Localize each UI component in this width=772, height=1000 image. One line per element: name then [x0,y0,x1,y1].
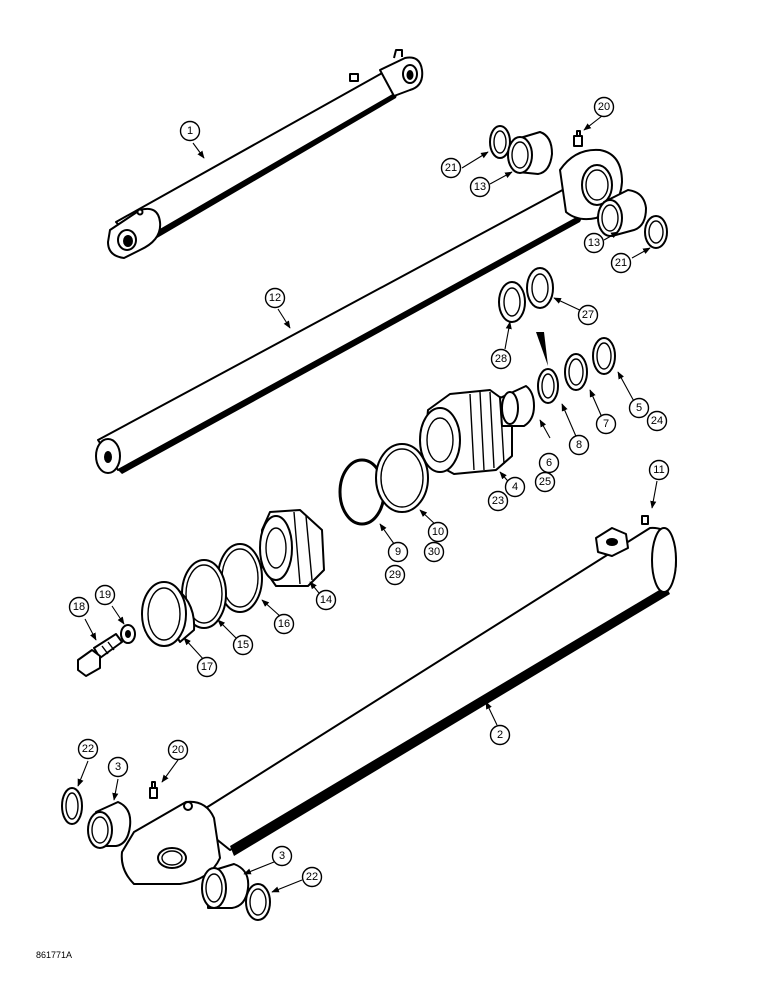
callout-16: 16 [273,613,295,635]
svg-text:28: 28 [495,353,507,365]
cylinder-head-group [338,267,616,526]
svg-text:19: 19 [99,589,111,601]
callout-21-lower: 21 [610,252,632,274]
callout-28: 28 [490,348,512,370]
callout-17: 17 [196,656,218,678]
svg-text:20: 20 [172,744,184,756]
callout-12: 12 [264,287,286,309]
svg-text:9: 9 [395,546,401,558]
svg-text:5: 5 [636,402,642,414]
callout-leaders [77,115,658,893]
callout-11: 11 [648,459,670,481]
callout-7: 7 [595,413,617,435]
figure-reference: 861771A [36,950,72,960]
callout-27: 27 [577,304,599,326]
svg-text:20: 20 [598,101,610,113]
svg-text:30: 30 [428,546,440,558]
svg-text:15: 15 [237,639,249,651]
callout-21-upper: 21 [440,157,462,179]
callout-1: 1 [179,120,201,142]
svg-text:22: 22 [82,743,94,755]
base-end-bushings [61,787,271,921]
callout-20-upper: 20 [593,96,615,118]
callout-22-upper: 22 [77,738,99,760]
svg-text:8: 8 [576,439,582,451]
callout-4: 4 [504,476,526,498]
cylinder-barrel [120,515,677,885]
callout-10: 10 [427,521,449,543]
callout-23: 23 [487,490,509,512]
callout-25: 25 [534,471,556,493]
svg-text:11: 11 [653,464,664,476]
svg-text:10: 10 [432,526,444,538]
callout-13-upper: 13 [469,176,491,198]
piston-group [77,509,325,677]
callout-9: 9 [387,541,409,563]
callout-20-lower: 20 [167,739,189,761]
piston-rod [95,130,623,474]
svg-text:14: 14 [320,594,332,606]
callout-24: 24 [646,410,668,432]
svg-text:21: 21 [615,257,627,269]
svg-text:7: 7 [603,418,609,430]
callout-29: 29 [384,564,406,586]
assembled-cylinder [107,49,424,259]
svg-text:2: 2 [497,729,503,741]
svg-text:18: 18 [73,601,85,613]
callout-18: 18 [68,596,90,618]
svg-text:27: 27 [582,309,594,321]
svg-text:13: 13 [474,181,486,193]
svg-text:4: 4 [512,481,518,493]
svg-text:3: 3 [279,850,285,862]
rod-eye-bushings [489,125,668,249]
svg-text:24: 24 [651,415,663,427]
callout-30: 30 [423,541,445,563]
callout-3-lower: 3 [271,845,293,867]
svg-text:3: 3 [115,761,121,773]
svg-text:23: 23 [492,495,504,507]
callout-8: 8 [568,434,590,456]
svg-text:13: 13 [588,237,600,249]
svg-text:29: 29 [389,569,401,581]
callout-15: 15 [232,634,254,656]
callout-3-upper: 3 [107,756,129,778]
callout-5: 5 [628,397,650,419]
svg-text:25: 25 [539,476,551,488]
svg-text:6: 6 [546,457,552,469]
svg-text:12: 12 [269,292,281,304]
callout-13-lower: 13 [583,232,605,254]
callout-2: 2 [489,724,511,746]
callout-6: 6 [538,452,560,474]
callout-22-lower: 22 [301,866,323,888]
callout-19: 19 [94,584,116,606]
svg-text:17: 17 [201,661,213,673]
svg-text:21: 21 [445,162,457,174]
svg-text:16: 16 [278,618,290,630]
callout-14: 14 [315,589,337,611]
svg-text:1: 1 [187,125,193,137]
svg-text:22: 22 [306,871,318,883]
